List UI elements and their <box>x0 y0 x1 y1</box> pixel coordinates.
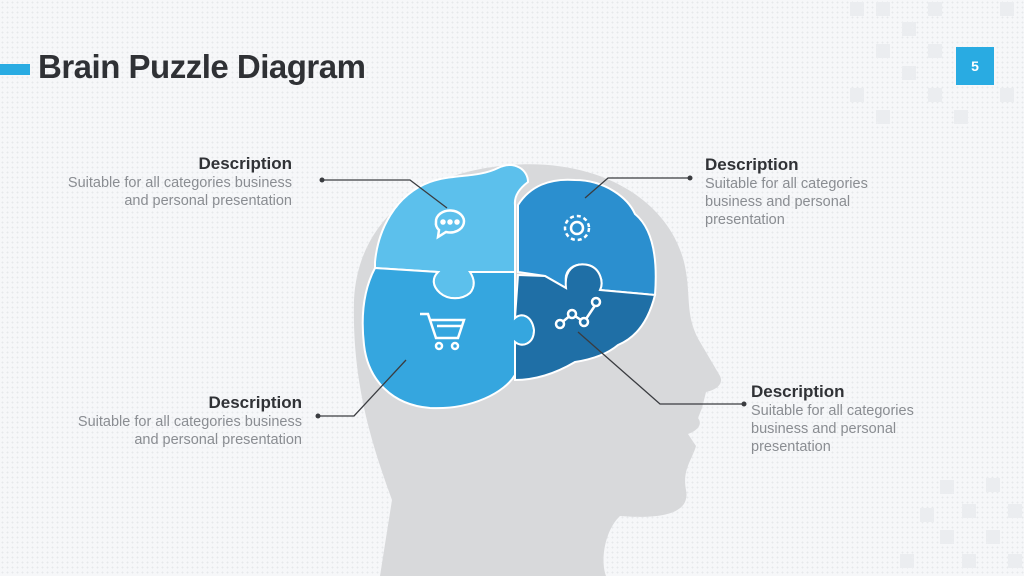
decorative-square <box>954 110 968 124</box>
description-block-top-left: Description Suitable for all categories … <box>62 154 292 210</box>
connector-dot <box>319 177 325 183</box>
decorative-square <box>940 480 954 494</box>
decorative-square <box>986 530 1000 544</box>
decorative-square <box>876 110 890 124</box>
description-title: Description <box>705 155 799 174</box>
decorative-square <box>986 478 1000 492</box>
decorative-square <box>920 508 934 522</box>
decorative-square <box>1008 554 1022 568</box>
chat-bubble-icon <box>434 209 466 240</box>
connector-dot <box>741 401 747 407</box>
decorative-square <box>902 66 916 80</box>
description-title: Description <box>198 154 292 173</box>
description-text: Suitable for all categories business and… <box>77 414 302 448</box>
title-accent-bar <box>0 64 30 75</box>
description-text: Suitable for all categories business and… <box>67 175 292 209</box>
decorative-square <box>928 44 942 58</box>
gear-icon <box>563 214 591 242</box>
connector-dot <box>687 175 693 181</box>
description-block-top-right: Description Suitable for all categories … <box>705 155 870 229</box>
decorative-square <box>1000 88 1014 102</box>
description-text: Suitable for all categories business and… <box>751 403 914 455</box>
decorative-square <box>962 554 976 568</box>
connector-dot <box>315 413 321 419</box>
network-nodes-icon <box>554 296 602 330</box>
page-number-badge: 5 <box>956 47 994 85</box>
decorative-square <box>928 2 942 16</box>
decorative-square <box>902 22 916 36</box>
decorative-square <box>1008 504 1022 518</box>
decorative-square <box>850 2 864 16</box>
slide-title: Brain Puzzle Diagram <box>38 48 366 85</box>
description-block-bottom-right: Description Suitable for all categories … <box>751 382 916 456</box>
decorative-square <box>900 554 914 568</box>
connector-lines <box>318 177 744 417</box>
decorative-square <box>876 44 890 58</box>
description-title: Description <box>751 382 845 401</box>
shopping-cart-icon <box>420 312 466 351</box>
description-text: Suitable for all categories business and… <box>705 176 868 228</box>
decorative-square <box>928 88 942 102</box>
decorative-square <box>1000 2 1014 16</box>
description-title: Description <box>208 393 302 412</box>
description-block-bottom-left: Description Suitable for all categories … <box>72 393 302 449</box>
decorative-square <box>962 504 976 518</box>
decorative-square <box>850 88 864 102</box>
decorative-square <box>876 2 890 16</box>
decorative-square <box>940 530 954 544</box>
